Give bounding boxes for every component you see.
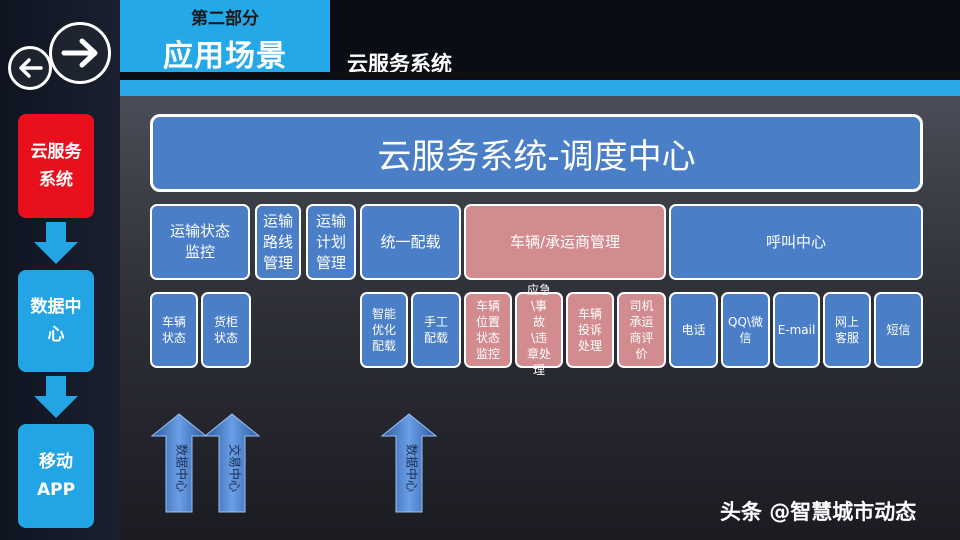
back-button[interactable] [8, 46, 52, 90]
header-accent-bar [120, 80, 960, 96]
submodule-label: 车辆投诉处理 [577, 307, 602, 353]
module-label: 运输路线管理 [262, 211, 293, 272]
module-label: 车辆/承运商管理 [509, 232, 621, 251]
sidebar-item-label: 云服务系统 [30, 142, 82, 190]
module-transport-status: 运输状态监控 [150, 204, 250, 280]
submodule-label: E-mail [777, 323, 816, 337]
submodule-emergency: 应急\事故\违章处理 [515, 283, 563, 377]
section-label: 第二部分 [191, 9, 259, 29]
watermark: 头条 @智慧城市动态 [720, 500, 917, 524]
diagram-title: 云服务系统-调度中心 [150, 114, 923, 192]
submodule-container-status: 货柜状态 [201, 292, 251, 368]
submodule-vehicle-location: 车辆位置状态监控 [464, 292, 512, 368]
submodule-carrier-rating: 司机承运商评价 [617, 292, 666, 368]
submodule-label: 手工配载 [423, 315, 448, 345]
trade-center-up-arrow: 交易中心 [203, 413, 261, 513]
submodule-label: QQ\微信 [728, 315, 763, 345]
submodule-email: E-mail [773, 292, 820, 368]
submodule-phone: 电话 [669, 292, 718, 368]
submodule-label: 车辆位置状态监控 [475, 299, 500, 361]
down-arrow-icon [34, 222, 78, 264]
submodule-label: 智能优化配载 [371, 307, 396, 353]
submodule-sms: 短信 [874, 292, 923, 368]
data-center-up-arrow-2: 数据中心 [380, 413, 438, 513]
submodule-label: 电话 [681, 323, 706, 337]
arrow-left-icon [19, 58, 43, 78]
arrow-label: 交易中心 [228, 444, 243, 492]
submodule-label: 车辆状态 [161, 315, 186, 345]
arrow-label: 数据中心 [405, 444, 420, 492]
header-divider [330, 72, 960, 76]
submodule-label: 应急\事故\违章处理 [526, 283, 551, 377]
submodule-qq-wechat: QQ\微信 [721, 292, 770, 368]
submodule-vehicle-status: 车辆状态 [150, 292, 198, 368]
data-center-up-arrow: 数据中心 [150, 413, 208, 513]
down-arrow-icon [34, 376, 78, 418]
module-label: 运输计划管理 [315, 211, 346, 272]
submodule-complaints: 车辆投诉处理 [566, 292, 614, 368]
submodule-label: 网上客服 [834, 315, 859, 345]
module-unified-loading: 统一配载 [360, 204, 461, 280]
sidebar-item-label: 移动APP [36, 452, 76, 500]
submodule-smart-loading: 智能优化配载 [360, 292, 408, 368]
module-label: 运输状态监控 [169, 222, 230, 261]
submodule-online-service: 网上客服 [823, 292, 871, 368]
sidebar-item-data-center[interactable]: 数据中心 [18, 270, 94, 372]
sidebar-item-mobile-app[interactable]: 移动APP [18, 424, 94, 528]
arrow-label: 数据中心 [175, 444, 190, 492]
module-label: 统一配载 [380, 232, 441, 251]
submodule-label: 司机承运商评价 [629, 299, 654, 361]
sidebar-item-label: 数据中心 [30, 297, 82, 345]
submodule-label: 短信 [886, 323, 911, 337]
module-label: 呼叫中心 [765, 232, 826, 251]
submodule-label: 货柜状态 [213, 315, 238, 345]
module-plan-management: 运输计划管理 [306, 204, 356, 280]
forward-button[interactable] [49, 22, 111, 84]
arrow-right-icon [61, 38, 98, 68]
section-title: 应用场景 [163, 39, 287, 74]
submodule-manual-loading: 手工配载 [411, 292, 461, 368]
sidebar-item-cloud-service[interactable]: 云服务系统 [18, 114, 94, 218]
module-route-management: 运输路线管理 [255, 204, 301, 280]
section-header: 第二部分 应用场景 [120, 0, 330, 74]
module-call-center: 呼叫中心 [669, 204, 923, 280]
module-vehicle-carrier: 车辆/承运商管理 [464, 204, 666, 280]
